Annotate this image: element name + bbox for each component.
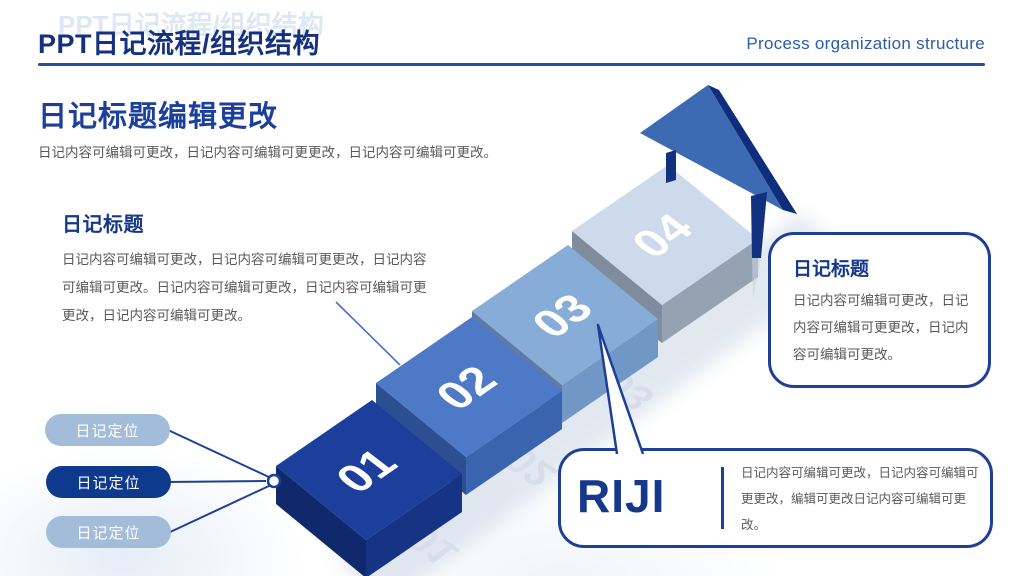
pill-label: 日记定位 <box>76 474 141 492</box>
riji-divider <box>721 467 724 529</box>
page-title: PPT日记流程/组织结构 <box>38 29 321 59</box>
connector-line-pill3 <box>167 484 272 534</box>
left-panel-title: 日记标题 <box>62 214 144 236</box>
header-subtitle-en: Process organization structure <box>746 34 985 53</box>
arrow-stem-left <box>666 150 676 183</box>
pill-diary-position-1[interactable]: 日记定位 <box>45 414 170 446</box>
step-02-right-face <box>466 391 562 495</box>
riji-brand-text: RIJI <box>577 470 666 522</box>
pill-label: 日记定位 <box>76 524 141 542</box>
step-01-right-face <box>366 474 462 576</box>
connector-line-text-to-step02 <box>335 301 401 366</box>
step-02[interactable]: 02 <box>376 317 562 495</box>
pill-diary-position-2[interactable]: 日记定位 <box>46 466 171 498</box>
arrow-stem-right <box>751 192 767 258</box>
step-04-top-face[interactable] <box>572 165 758 305</box>
section-title: 日记标题编辑更改 <box>38 101 279 133</box>
left-panel-body: 日记内容可编辑可更改，日记内容可编辑可更更改，日记内容可编辑可更改。日记内容可编… <box>62 252 427 323</box>
riji-callout-pointer <box>596 323 645 455</box>
step-04-right-face <box>662 239 758 343</box>
pill-diary-position-3[interactable]: 日记定位 <box>46 516 171 548</box>
right-card-title: 日记标题 <box>793 259 870 280</box>
connector-line-pill1 <box>167 429 272 479</box>
right-callout-card[interactable]: 日记标题 日记内容可编辑可更改，日记内容可编辑可更更改，日记内容可编辑可更改。 <box>768 232 991 388</box>
arrow-stem-shadow <box>752 258 761 298</box>
connector-hub-dot <box>266 473 282 489</box>
step-01-top-face[interactable] <box>276 400 462 540</box>
header-divider <box>38 63 985 66</box>
step-01[interactable]: 01 <box>276 400 462 576</box>
pill-connectors <box>165 429 282 534</box>
arrow-3d[interactable] <box>640 85 797 214</box>
right-card-body: 日记内容可编辑可更改，日记内容可编辑可更更改，日记内容可编辑可更改。 <box>793 293 969 362</box>
pill-label: 日记定位 <box>75 422 140 440</box>
section-subtitle: 日记内容可编辑可更改，日记内容可编辑可更更改，日记内容可编辑可更改。 <box>38 145 497 160</box>
arrow-face[interactable] <box>640 85 783 210</box>
step-01-left-face <box>276 466 366 576</box>
step-03-top-face[interactable] <box>472 245 658 385</box>
arrow-edge <box>708 85 797 214</box>
header-ghost-text: PPT日记流程/组织结构 <box>58 10 324 40</box>
connector-line-pill2 <box>165 480 267 483</box>
riji-card-body: 日记内容可编辑可更改，日记内容可编辑可更更改，编辑可更改日记内容可编辑可更改。 <box>741 466 979 532</box>
step-02-top-face[interactable] <box>376 317 562 457</box>
riji-callout-card[interactable]: RIJI 日记内容可编辑可更改，日记内容可编辑可更更改，编辑可更改日记内容可编辑… <box>558 448 993 548</box>
